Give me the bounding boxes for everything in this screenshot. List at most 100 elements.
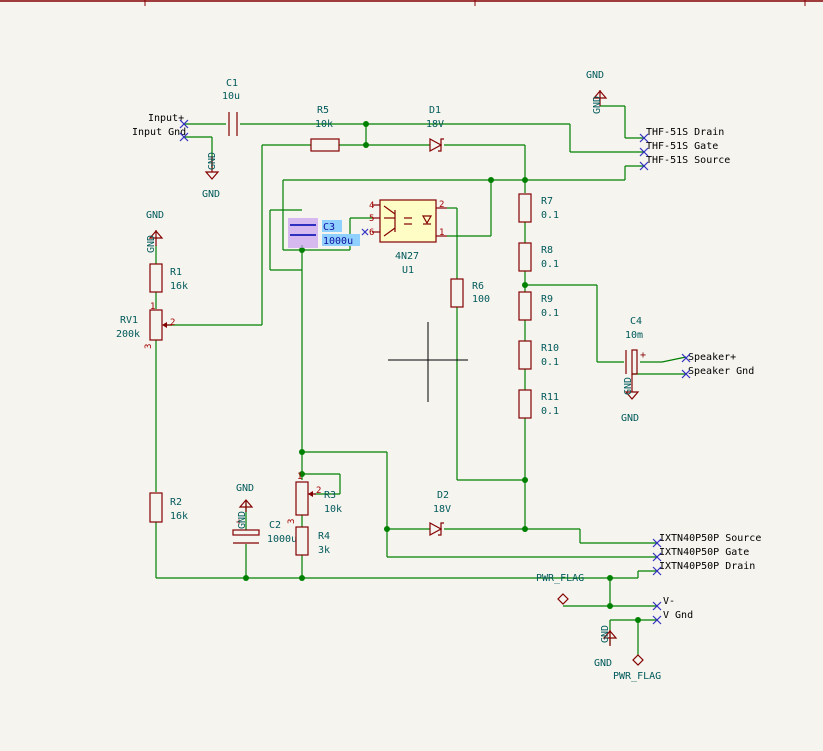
label-thf-source[interactable]: THF-51S Source bbox=[646, 155, 730, 166]
zener-diode-d1[interactable]: D1 18V bbox=[426, 105, 444, 153]
crosshair-cursor-icon bbox=[388, 322, 468, 402]
gnd-symbol-input[interactable]: GND GND bbox=[202, 152, 220, 200]
resistor-r5[interactable]: R5 10k bbox=[310, 105, 340, 152]
c1-value: 10u bbox=[222, 91, 240, 102]
c2-ref: C2 bbox=[269, 520, 281, 531]
gnd-pin-label: GND bbox=[146, 235, 157, 253]
r5-value: 10k bbox=[315, 119, 333, 130]
gnd-symbol-c2[interactable]: GND GND bbox=[236, 483, 254, 529]
r7-ref: R7 bbox=[541, 196, 553, 207]
d1-value: 18V bbox=[426, 119, 444, 130]
r3-ref: R3 bbox=[324, 490, 336, 501]
u1-pin-5: 5 bbox=[369, 214, 374, 224]
r10-ref: R10 bbox=[541, 343, 559, 354]
pwr-flag-label: PWR_FLAG bbox=[536, 573, 584, 584]
rv1-pin-1: 1 bbox=[150, 302, 155, 312]
r8-ref: R8 bbox=[541, 245, 553, 256]
capacitor-c1[interactable]: C1 10u bbox=[222, 78, 240, 136]
gnd-symbol-vgnd[interactable]: GND GND bbox=[594, 625, 618, 669]
r7-value: 0.1 bbox=[541, 210, 559, 221]
zener-diode-d2[interactable]: D2 18V bbox=[429, 490, 451, 537]
r1-value: 16k bbox=[170, 281, 188, 292]
c4-plus-sign: + bbox=[640, 350, 646, 361]
r10-value: 0.1 bbox=[541, 357, 559, 368]
label-input-gnd[interactable]: Input Gnd bbox=[132, 127, 186, 138]
d2-ref: D2 bbox=[437, 490, 449, 501]
gnd-symbol-r1[interactable]: GND GND bbox=[146, 210, 164, 253]
resistor-r2[interactable]: R2 16k bbox=[149, 492, 188, 523]
u1-pin-4: 4 bbox=[369, 201, 374, 211]
label-ixtn-drain[interactable]: IXTN40P50P Drain bbox=[659, 561, 755, 572]
label-thf-drain[interactable]: THF-51S Drain bbox=[646, 127, 724, 138]
resistor-r8[interactable]: R8 0.1 bbox=[518, 242, 559, 272]
r6-value: 100 bbox=[472, 294, 490, 305]
pwr-flag-vminus[interactable]: PWR_FLAG bbox=[536, 573, 584, 605]
r8-value: 0.1 bbox=[541, 259, 559, 270]
c1-ref: C1 bbox=[226, 78, 238, 89]
r4-ref: R4 bbox=[318, 531, 330, 542]
resistor-r4[interactable]: R4 3k bbox=[295, 526, 330, 556]
label-ixtn-source[interactable]: IXTN40P50P Source bbox=[659, 533, 761, 544]
r2-ref: R2 bbox=[170, 497, 182, 508]
r1-ref: R1 bbox=[170, 267, 182, 278]
c3-value: 1000u bbox=[323, 236, 353, 247]
label-speaker-gnd[interactable]: Speaker Gnd bbox=[688, 366, 754, 377]
rv1-value: 200k bbox=[116, 329, 140, 340]
u1-value: 4N27 bbox=[395, 251, 419, 262]
d2-value: 18V bbox=[433, 504, 451, 515]
gnd-label: GND bbox=[594, 658, 612, 669]
gnd-pin-label: GND bbox=[600, 625, 611, 643]
r3-pin-3: 3 bbox=[287, 519, 297, 524]
gnd-label: GND bbox=[236, 483, 254, 494]
label-thf-gate[interactable]: THF-51S Gate bbox=[646, 141, 718, 152]
r3-value: 10k bbox=[324, 504, 342, 515]
gnd-label: GND bbox=[202, 189, 220, 200]
resistor-r9[interactable]: R9 0.1 bbox=[518, 291, 559, 321]
gnd-label: GND bbox=[621, 413, 639, 424]
r4-value: 3k bbox=[318, 545, 330, 556]
gnd-pin-label: GND bbox=[623, 377, 634, 395]
r3-pin-1: 1 bbox=[297, 472, 302, 482]
resistor-r1[interactable]: R1 16k bbox=[149, 263, 188, 293]
c2-plus-sign: + bbox=[236, 517, 242, 528]
label-speaker-plus[interactable]: Speaker+ bbox=[688, 352, 736, 363]
gnd-pin-label: GND bbox=[592, 96, 603, 114]
potentiometer-rv1[interactable]: RV1 200k 2 1 3 bbox=[116, 302, 175, 349]
resistor-r6[interactable]: R6 100 bbox=[450, 278, 490, 308]
net-labels: Input+ Input Gnd THF-51S Drain THF-51S G… bbox=[132, 113, 761, 625]
c2-value: 1000u bbox=[267, 534, 297, 545]
junctions bbox=[243, 121, 641, 623]
u1-pin-1: 1 bbox=[439, 228, 444, 238]
r2-value: 16k bbox=[170, 511, 188, 522]
c3-ref: C3 bbox=[323, 222, 335, 233]
capacitor-c3[interactable]: C3 1000u bbox=[288, 218, 360, 248]
resistor-r7[interactable]: R7 0.1 bbox=[518, 193, 559, 223]
d1-ref: D1 bbox=[429, 105, 441, 116]
gnd-pin-label: GND bbox=[237, 511, 248, 529]
optocoupler-u1[interactable]: 4 5 6 2 1 4N27 U1 bbox=[369, 199, 447, 276]
r5-ref: R5 bbox=[317, 105, 329, 116]
pwr-flag-vgnd[interactable]: PWR_FLAG bbox=[613, 654, 661, 682]
pwr-flag-label: PWR_FLAG bbox=[613, 671, 661, 682]
r9-value: 0.1 bbox=[541, 308, 559, 319]
gnd-symbol-thf[interactable]: GND GND bbox=[586, 70, 608, 114]
rv1-ref: RV1 bbox=[120, 315, 138, 326]
r3-pin-2: 2 bbox=[316, 486, 321, 496]
label-v-gnd[interactable]: V Gnd bbox=[663, 610, 693, 621]
label-input-plus[interactable]: Input+ bbox=[148, 113, 184, 124]
capacitor-c2[interactable]: + C2 1000u bbox=[232, 517, 297, 545]
resistor-r11[interactable]: R11 0.1 bbox=[518, 389, 559, 419]
gnd-symbol-speaker[interactable]: GND GND bbox=[621, 374, 640, 424]
potentiometer-r3[interactable]: R3 10k 2 1 3 bbox=[287, 472, 342, 524]
r11-ref: R11 bbox=[541, 392, 559, 403]
u1-ref: U1 bbox=[402, 265, 414, 276]
u1-pin-6: 6 bbox=[369, 228, 374, 238]
label-ixtn-gate[interactable]: IXTN40P50P Gate bbox=[659, 547, 749, 558]
r6-ref: R6 bbox=[472, 281, 484, 292]
capacitor-c4[interactable]: C4 10m + bbox=[625, 316, 646, 375]
r9-ref: R9 bbox=[541, 294, 553, 305]
resistor-r10[interactable]: R10 0.1 bbox=[518, 340, 559, 370]
gnd-label: GND bbox=[146, 210, 164, 221]
label-v-minus[interactable]: V- bbox=[663, 596, 675, 607]
